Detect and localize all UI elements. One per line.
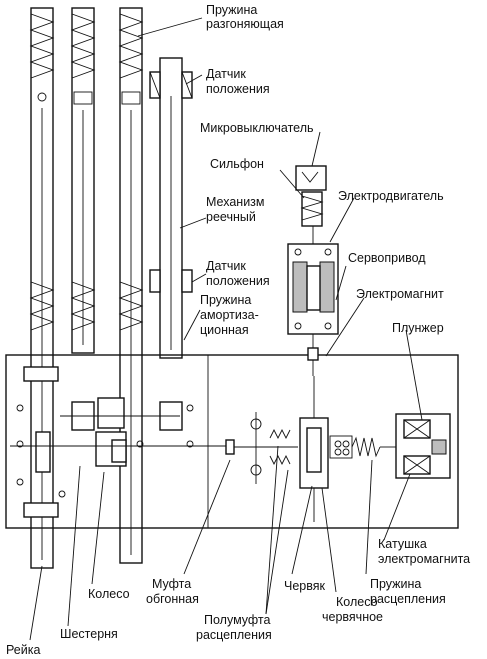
leader-lines [29, 17, 423, 641]
label-coil-2: электромагнита [378, 552, 470, 566]
label-clutch-2: обгонная [146, 592, 199, 606]
labels: Пружина разгоняющая Датчик положения Мик… [6, 3, 470, 657]
label-spring-release-1: Пружина [370, 577, 421, 591]
label-pos-sensor-top-2: положения [206, 82, 270, 96]
label-spring-release-2: расцепления [370, 592, 446, 606]
electromagnet [395, 413, 451, 479]
label-worm: Червяк [284, 579, 326, 593]
label-microswitch: Микровыключатель [200, 121, 314, 135]
label-worm-wheel-2: червячное [322, 610, 383, 624]
label-spring-accel-2: разгоняющая [206, 17, 284, 31]
rack-rod-2 [70, 7, 96, 354]
label-servo: Сервопривод [348, 251, 426, 265]
label-half-clutch-1: Полумуфта [204, 613, 271, 627]
label-plunger: Плунжер [392, 321, 444, 335]
rack-rod-3 [118, 7, 144, 564]
label-spring-damp-1: Пружина [200, 293, 251, 307]
worm-mechanism [225, 376, 396, 522]
rack-rod-1 [29, 7, 55, 569]
label-spring-damp-2: амортиза- [200, 308, 259, 322]
label-rack-mech-1: Механизм [206, 195, 265, 209]
label-spring-accel-1: Пружина [206, 3, 257, 17]
label-rack-mech-2: реечный [206, 210, 256, 224]
rack-rod-4 [149, 57, 193, 359]
label-spring-damp-3: ционная [200, 323, 249, 337]
label-pos-sensor-mid-2: положения [206, 274, 270, 288]
label-half-clutch-2: расцепления [196, 628, 272, 642]
label-pos-sensor-top-1: Датчик [206, 67, 246, 81]
label-worm-wheel-1: Колесо [336, 595, 378, 609]
label-electromagnet: Электромагнит [356, 287, 444, 301]
label-wheel: Колесо [88, 587, 130, 601]
label-motor: Электродвигатель [338, 189, 444, 203]
label-clutch-1: Муфта [152, 577, 191, 591]
drive-housing [5, 354, 459, 529]
label-gear: Шестерня [60, 627, 118, 641]
label-rack: Рейка [6, 643, 40, 657]
servo-drive [287, 165, 339, 376]
label-pos-sensor-mid-1: Датчик [206, 259, 246, 273]
label-bellows: Сильфон [210, 157, 264, 171]
gear-set [10, 366, 228, 518]
label-coil-1: Катушка [378, 537, 427, 551]
